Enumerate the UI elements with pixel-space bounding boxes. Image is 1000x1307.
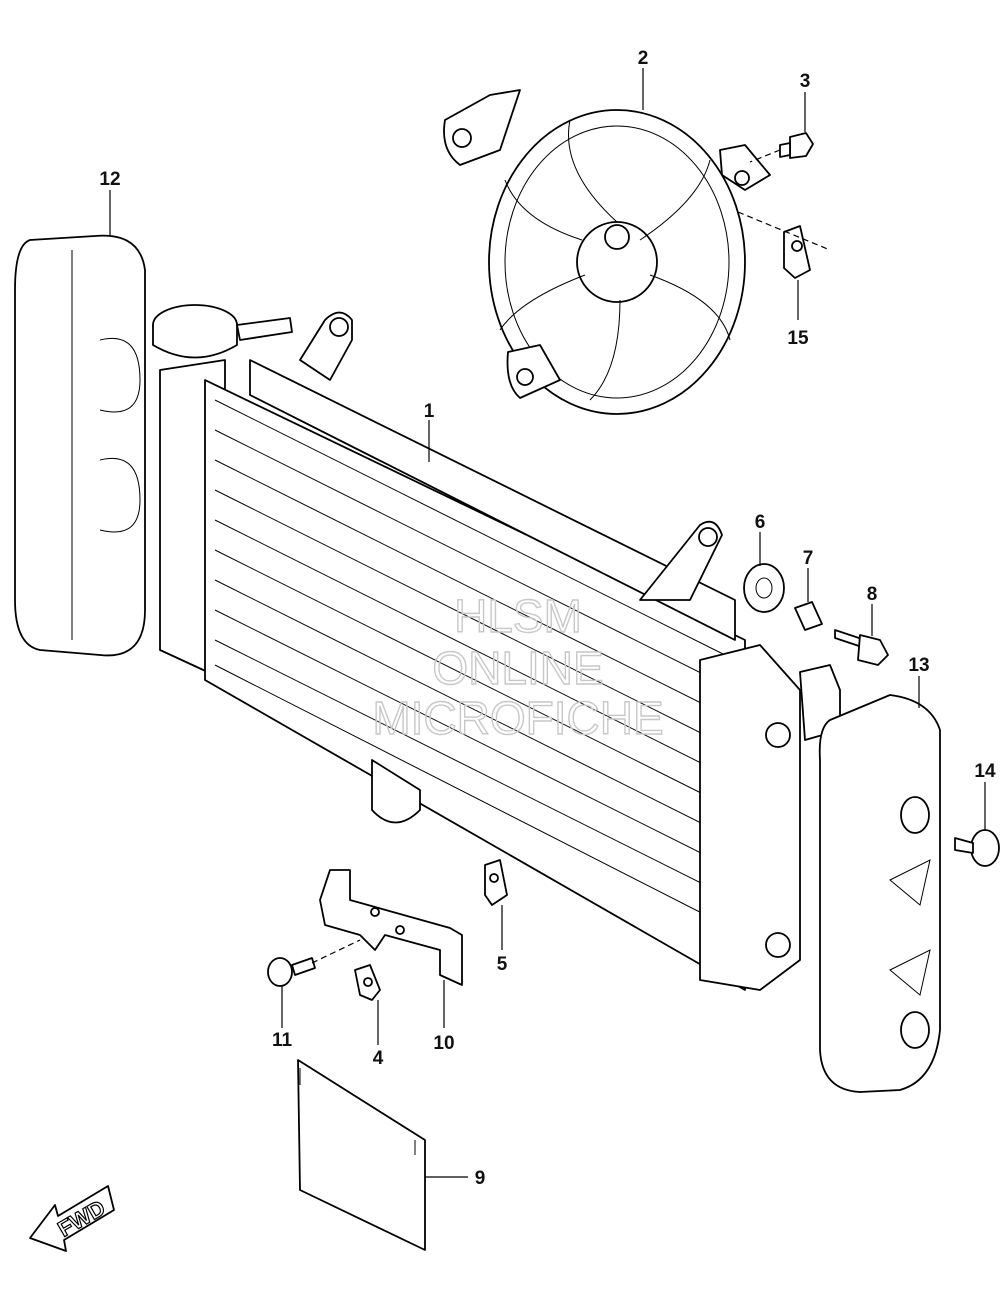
callout-10[interactable]: 10 [433,1033,454,1054]
callout-2[interactable]: 2 [638,48,649,69]
part-10-bracket[interactable] [319,869,463,986]
part-4-nut[interactable] [354,964,381,1001]
callout-12[interactable]: 12 [99,169,120,190]
part-13-right-shroud[interactable] [818,694,941,1093]
part-2-cooling-fan[interactable] [443,89,771,415]
radiator-core-fins [214,399,736,931]
leader-lines [109,68,986,1178]
callout-15[interactable]: 15 [787,328,809,349]
callout-13[interactable]: 13 [908,655,929,676]
fwd-arrow-icon: FWD [29,1185,115,1252]
callout-3[interactable]: 3 [800,71,811,92]
callout-8[interactable]: 8 [867,584,878,605]
part-3-bolt[interactable] [749,132,814,163]
callout-7[interactable]: 7 [803,548,814,569]
callout-14[interactable]: 14 [974,761,996,782]
part-6-grommet[interactable] [743,563,785,613]
part-9-plate[interactable] [297,1059,426,1251]
watermark-line-1: HLSM [454,590,582,642]
part-14-screw[interactable] [954,829,1000,867]
callout-9[interactable]: 9 [475,1168,486,1189]
callout-4[interactable]: 4 [373,1048,384,1069]
part-5-nut[interactable] [484,859,508,906]
callout-1[interactable]: 1 [424,401,435,422]
part-15-nut[interactable] [737,211,831,279]
watermark: HLSM ONLINE MICROFICHE [372,589,665,744]
part-8-bolt[interactable] [834,629,889,666]
callout-5[interactable]: 5 [497,954,508,975]
callout-6[interactable]: 6 [755,512,766,533]
watermark-line-2: ONLINE [432,642,603,694]
watermark-line-3: MICROFICHE [372,692,663,744]
callout-labels: 1 2 3 4 5 6 7 8 9 10 11 12 13 14 15 [99,48,996,1189]
part-12-left-shroud[interactable] [14,234,146,657]
part-11-bolt[interactable] [267,939,361,987]
part-7-collar[interactable] [794,601,823,631]
part-1-radiator[interactable] [152,304,841,991]
callout-11[interactable]: 11 [272,1030,293,1051]
